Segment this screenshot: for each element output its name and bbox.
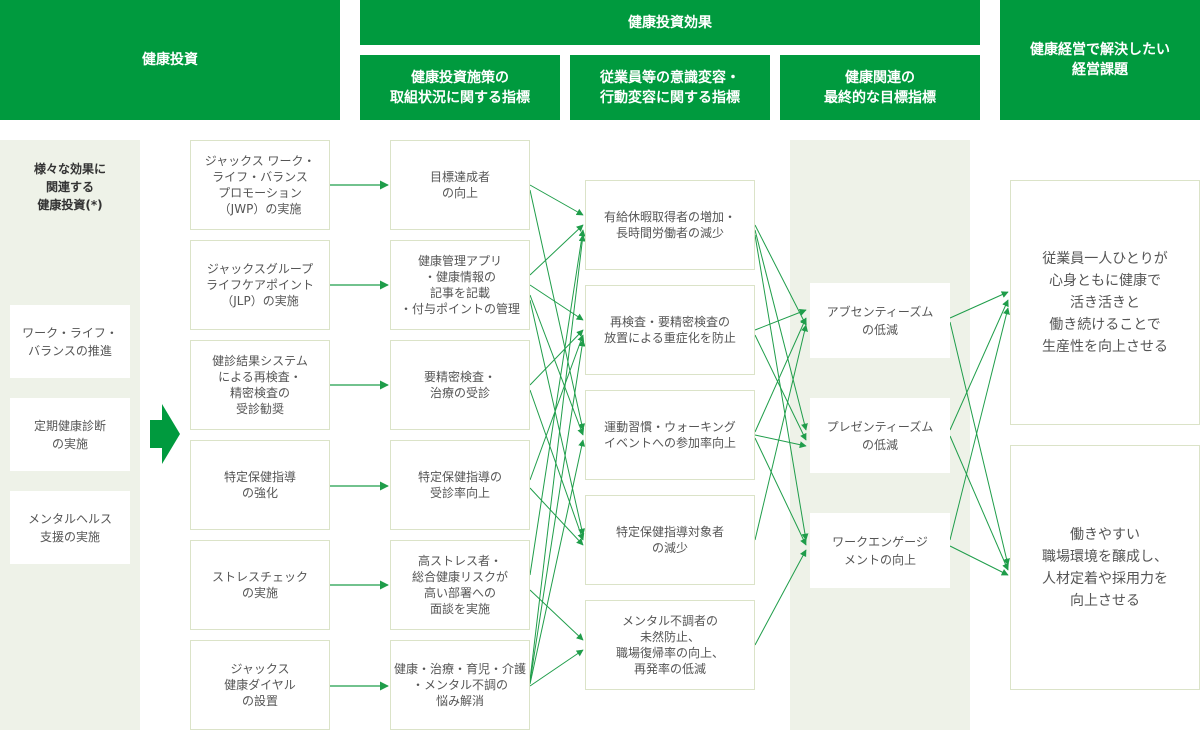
arrow-b2-g2 (754, 437, 807, 546)
header-goal-metrics: 健康関連の 最終的な目標指標 (780, 55, 980, 120)
arrow-s2-b1 (529, 329, 584, 386)
behavior-metric-box: 再検査・要精密検査の 放置による重症化を防止 (585, 285, 755, 375)
initiative-box: ジャックスグループ ライフケアポイント （JLP）の実施 (190, 240, 330, 330)
side-item-checkup: 定期健康診断 の実施 (10, 398, 130, 471)
arrow-g2-v1 (949, 545, 1009, 576)
arrow-s1-b0 (529, 224, 584, 276)
behavior-metric-box: メンタル不調者の 未然防止、 職場復帰率の向上、 再発率の低減 (585, 600, 755, 690)
goal-metric-engagement: ワークエンゲージ メントの向上 (810, 513, 950, 588)
status-metric-box: 要精密検査・ 治療の受診 (390, 340, 530, 430)
arrow-b0-g0 (754, 224, 807, 326)
arrow-s1-b3 (529, 299, 586, 536)
arrow-b3-g0 (754, 324, 808, 541)
header-investment: 健康投資 (0, 0, 340, 120)
behavior-metric-box: 有給休暇取得者の増加・ 長時間労働者の減少 (585, 180, 755, 270)
arrow-b2-g1 (754, 434, 807, 449)
arrow-b0-g1 (754, 229, 808, 431)
side-title: 様々な効果に 関連する 健康投資(*) (33, 162, 106, 212)
arrow-s1-b2 (529, 294, 585, 436)
initiative-box: ジャックス 健康ダイヤル の設置 (190, 640, 330, 730)
status-metric-box: 目標達成者 の向上 (390, 140, 530, 230)
arrow-g0-v0 (949, 291, 1009, 319)
issue-workplace: 働きやすい 職場環境を醸成し、 人材定着や採用力を 向上させる (1010, 445, 1200, 690)
arrow-b2-g0 (754, 317, 807, 433)
arrow-s3-b1 (529, 334, 585, 481)
arrow-g2-v0 (949, 307, 1010, 541)
arrow-s5-b1 (529, 339, 586, 683)
goal-metric-presenteeism: プレゼンティーズム の低減 (810, 398, 950, 473)
arrow-s5-b0 (529, 234, 586, 681)
flow-arrow-icon (150, 404, 180, 464)
initiative-box: 健診結果システム による再検査・ 精密検査の 受診勧奨 (190, 340, 330, 430)
goal-metric-absenteeism: アブセンティーズム の低減 (810, 283, 950, 358)
arrow-g0-v1 (949, 321, 1010, 566)
arrow-s0-b0 (529, 184, 584, 216)
behavior-metric-box: 運動習慣・ウォーキング イベントへの参加率向上 (585, 390, 755, 480)
arrow-s5-b2 (529, 439, 586, 685)
arrow-s1-b1 (529, 284, 584, 321)
arrow-b1-g0 (754, 309, 807, 331)
status-metric-box: 健康管理アプリ ・健康情報の 記事を記載 ・付与ポイントの管理 (390, 240, 530, 330)
issue-productivity: 従業員一人ひとりが 心身ともに健康で 活き活きと 働き続けることで 生産性を向上… (1010, 180, 1200, 425)
header-status-metrics: 健康投資施策の 取組状況に関する指標 (360, 55, 560, 120)
side-item-wlb: ワーク・ライフ・ バランスの推進 (10, 305, 130, 378)
status-metric-box: 健康・治療・育児・介護 ・メンタル不調の 悩み解消 (390, 640, 530, 730)
header-issues: 健康経営で解決したい 経営課題 (1000, 0, 1200, 120)
arrow-s4-b0 (529, 229, 586, 576)
header-behavior-metrics: 従業員等の意識変容・ 行動変容に関する指標 (570, 55, 770, 120)
arrow-s2-b3 (529, 389, 585, 541)
header-effect: 健康投資効果 (360, 0, 980, 45)
arrow-g1-v0 (949, 299, 1009, 431)
initiative-box: ジャックス ワーク・ ライフ・バランス プロモーション （JWP）の実施 (190, 140, 330, 230)
status-metric-box: 高ストレス者・ 総合健康リスクが 高い部署への 面談を実施 (390, 540, 530, 630)
initiative-box: ストレスチェック の実施 (190, 540, 330, 630)
arrow-s3-b3 (529, 487, 584, 546)
arrow-b4-g2 (754, 549, 807, 646)
side-item-mental: メンタルヘルス 支援の実施 (10, 491, 130, 564)
arrow-g1-v1 (949, 435, 1009, 571)
arrow-s5-b4 (529, 649, 584, 687)
initiative-box: 特定保健指導 の強化 (190, 440, 330, 530)
behavior-metric-box: 特定保健指導対象者 の減少 (585, 495, 755, 585)
status-metric-box: 特定保健指導の 受診率向上 (390, 440, 530, 530)
arrow-s0-b2 (529, 189, 586, 431)
arrow-b1-g1 (754, 334, 807, 441)
arrow-s4-b4 (529, 589, 584, 641)
